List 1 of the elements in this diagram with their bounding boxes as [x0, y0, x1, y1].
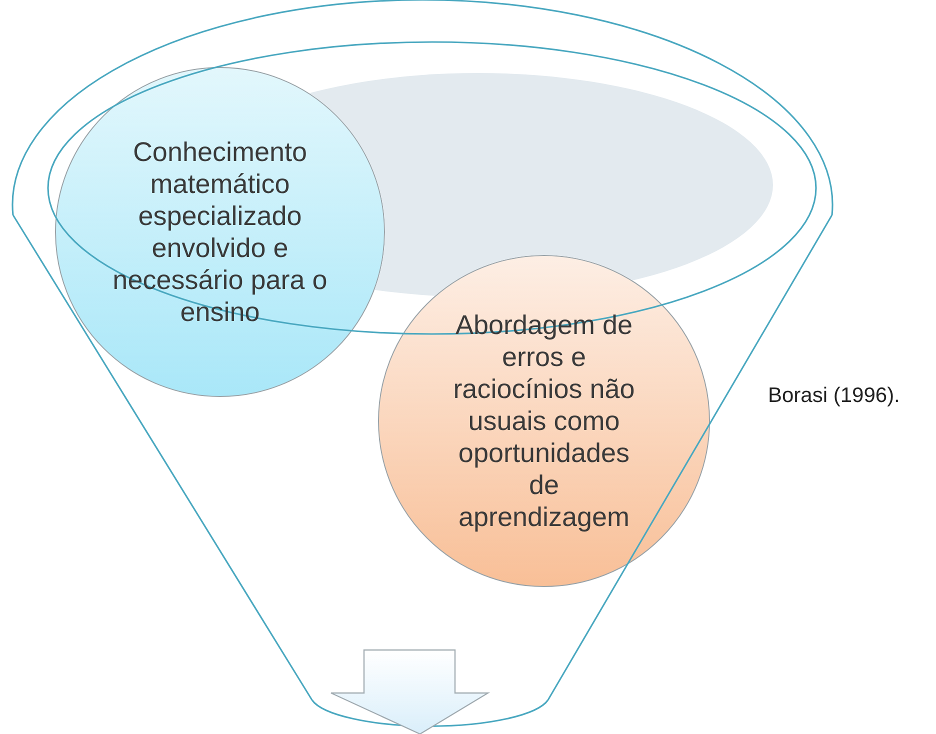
citation-text: Borasi (1996). [768, 384, 900, 408]
